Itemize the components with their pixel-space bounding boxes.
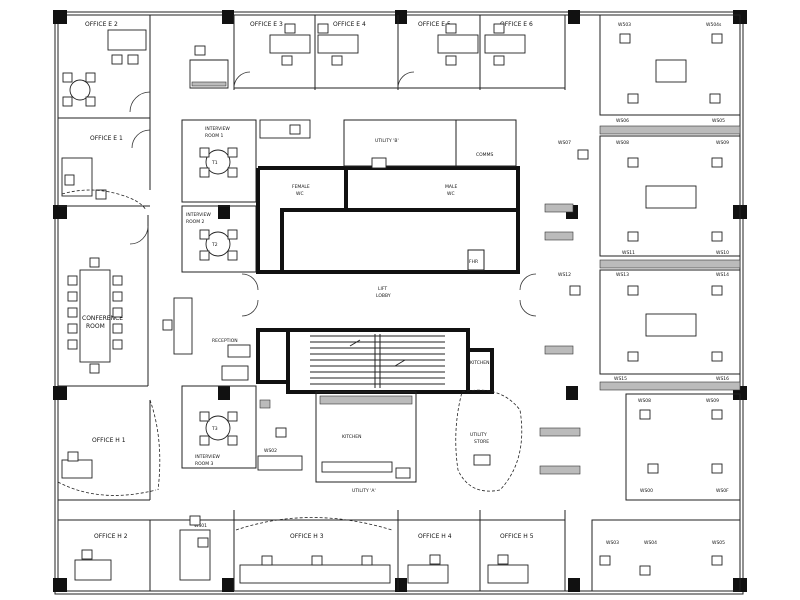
office-h5-label: OFFICE H 5 [500,533,534,540]
office-h2-label: OFFICE H 2 [94,533,128,540]
reception-label: RECEPTION [212,338,238,344]
utility-store: UTILITY STORE [455,389,523,492]
bottom-office-walls [58,510,566,591]
interview-room-3: INTERVIEW ROOM 3 T3 [181,385,257,469]
workstation-ws02-top: WS02 [259,119,311,139]
utility-b-label: UTILITY 'B' [375,138,399,144]
interview-room-1: INTERVIEW ROOM 1 T1 [181,119,257,203]
office-h5: OFFICE H 5 [487,533,534,584]
fhr-label: FHR [469,259,478,265]
female-wc-label-1: FEMALE [292,184,310,190]
workstation-ws01-bottom: WS01 [179,515,211,581]
office-h1-label: OFFICE H 1 [92,437,126,444]
ws05b-label: WS05 [712,540,725,546]
utility-b: UTILITY 'B' [343,119,457,169]
ws15-label: WS15 [614,376,627,382]
ws11-label: WS11 [622,250,635,256]
ws08-label: WS08 [616,140,629,146]
kitchenette-label: KITCHEN [470,360,490,366]
ws04b-label: WS04 [644,540,657,546]
kitchen: KITCHEN [315,391,417,483]
lift-lobby: LIFT LOBBY [241,273,537,317]
ws07-label: WS07 [558,140,571,146]
comms-label: COMMS [476,152,493,158]
interview-room-1-label-2: ROOM 1 [205,133,224,139]
lift-lobby-label-1: LIFT [378,286,387,292]
interview-room-2-label-1: INTERVIEW [186,212,211,218]
right-workstations: W503 W504s WS06 WS05 WS07 WS08 WS09 WS11… [539,14,741,592]
lift-lobby-label-2: LOBBY [376,293,391,299]
office-e5: OFFICE E 5 [397,21,479,89]
core-walls [256,166,520,394]
female-wc-label-2: WC [296,191,304,197]
ws08b-label: WS08 [638,398,651,404]
office-e6-label: OFFICE E 6 [500,21,533,28]
reception: RECEPTION [162,297,251,381]
ws05-label: WS05 [712,118,725,124]
workstation-ws01-top: WS01 [189,45,229,89]
office-h2: OFFICE H 2 [74,533,128,581]
male-wc-label-2: WC [447,191,455,197]
kitchen-label: KITCHEN [342,434,362,440]
ws14-label: WS14 [716,272,729,278]
interview-room-3-label-2: ROOM 3 [195,461,214,467]
ws00-label: WS00 [640,488,653,494]
fhr: FHR [467,249,485,271]
stairs [310,334,445,388]
utility-a-label: UTILITY 'A' [352,488,376,494]
ws04-label: W504s [706,22,722,28]
outer-walls [54,11,744,595]
female-wc: FEMALE WC [292,184,310,197]
kitchenette: KITCHEN [470,360,490,366]
comms-room: COMMS [455,119,517,167]
ws16-label: WS16 [716,376,729,382]
office-e1: OFFICE E 1 [58,118,151,211]
interview-room-3-label-1: INTERVIEW [195,454,220,460]
ws03-label: W503 [618,22,631,28]
utility-store-label-1: UTILITY [470,432,487,438]
workstation-ws02-bottom: WS02 [257,399,303,471]
table-tag-t2: T2 [211,242,218,248]
office-e5-label: OFFICE E 5 [418,21,451,28]
ws0f-label: WS0F [716,488,729,494]
office-e4-label: OFFICE E 4 [333,21,366,28]
table-tag-t3: T3 [211,426,218,432]
utility-store-label-2: STORE [474,439,489,445]
interview-room-2-label-2: ROOM 2 [186,219,205,225]
utility-a: UTILITY 'A' [352,488,376,494]
office-m2: OFFICE H 3 [235,517,393,584]
ws06-label: WS06 [616,118,629,124]
office-e2: OFFICE E 2 [62,21,151,113]
ws09b-label: WS09 [706,398,719,404]
ws12-label: WS12 [558,272,571,278]
interview-room-1-label-1: INTERVIEW [205,126,230,132]
office-h4: OFFICE H 4 [407,533,452,584]
ws01-bottom-label: WS01 [194,523,207,529]
ws03b-label: WS03 [606,540,619,546]
office-e6: OFFICE E 6 [484,21,533,66]
ws09-label: WS09 [716,140,729,146]
conference-room: CONFERENCE ROOM [58,215,149,387]
ws02-bottom-label: WS02 [264,448,277,454]
top-office-walls [58,15,566,119]
conference-label-1: CONFERENCE [82,315,123,322]
office-e3: OFFICE E 3 [233,21,311,89]
male-wc: MALE WC [445,184,457,197]
male-wc-label-1: MALE [445,184,457,190]
office-e2-label: OFFICE E 2 [85,21,118,28]
ws13-label: WS13 [616,272,629,278]
table-tag-t1: T1 [211,160,218,166]
office-e3-label: OFFICE E 3 [250,21,283,28]
office-h4-label: OFFICE H 4 [418,533,452,540]
ws10-label: WS10 [716,250,729,256]
office-m2-label: OFFICE H 3 [290,533,324,540]
structural-columns [53,10,747,592]
office-e1-label: OFFICE E 1 [90,135,123,142]
conference-label-2: ROOM [86,323,105,330]
office-h1: OFFICE H 1 [57,399,161,501]
office-e4: OFFICE E 4 [317,21,366,66]
